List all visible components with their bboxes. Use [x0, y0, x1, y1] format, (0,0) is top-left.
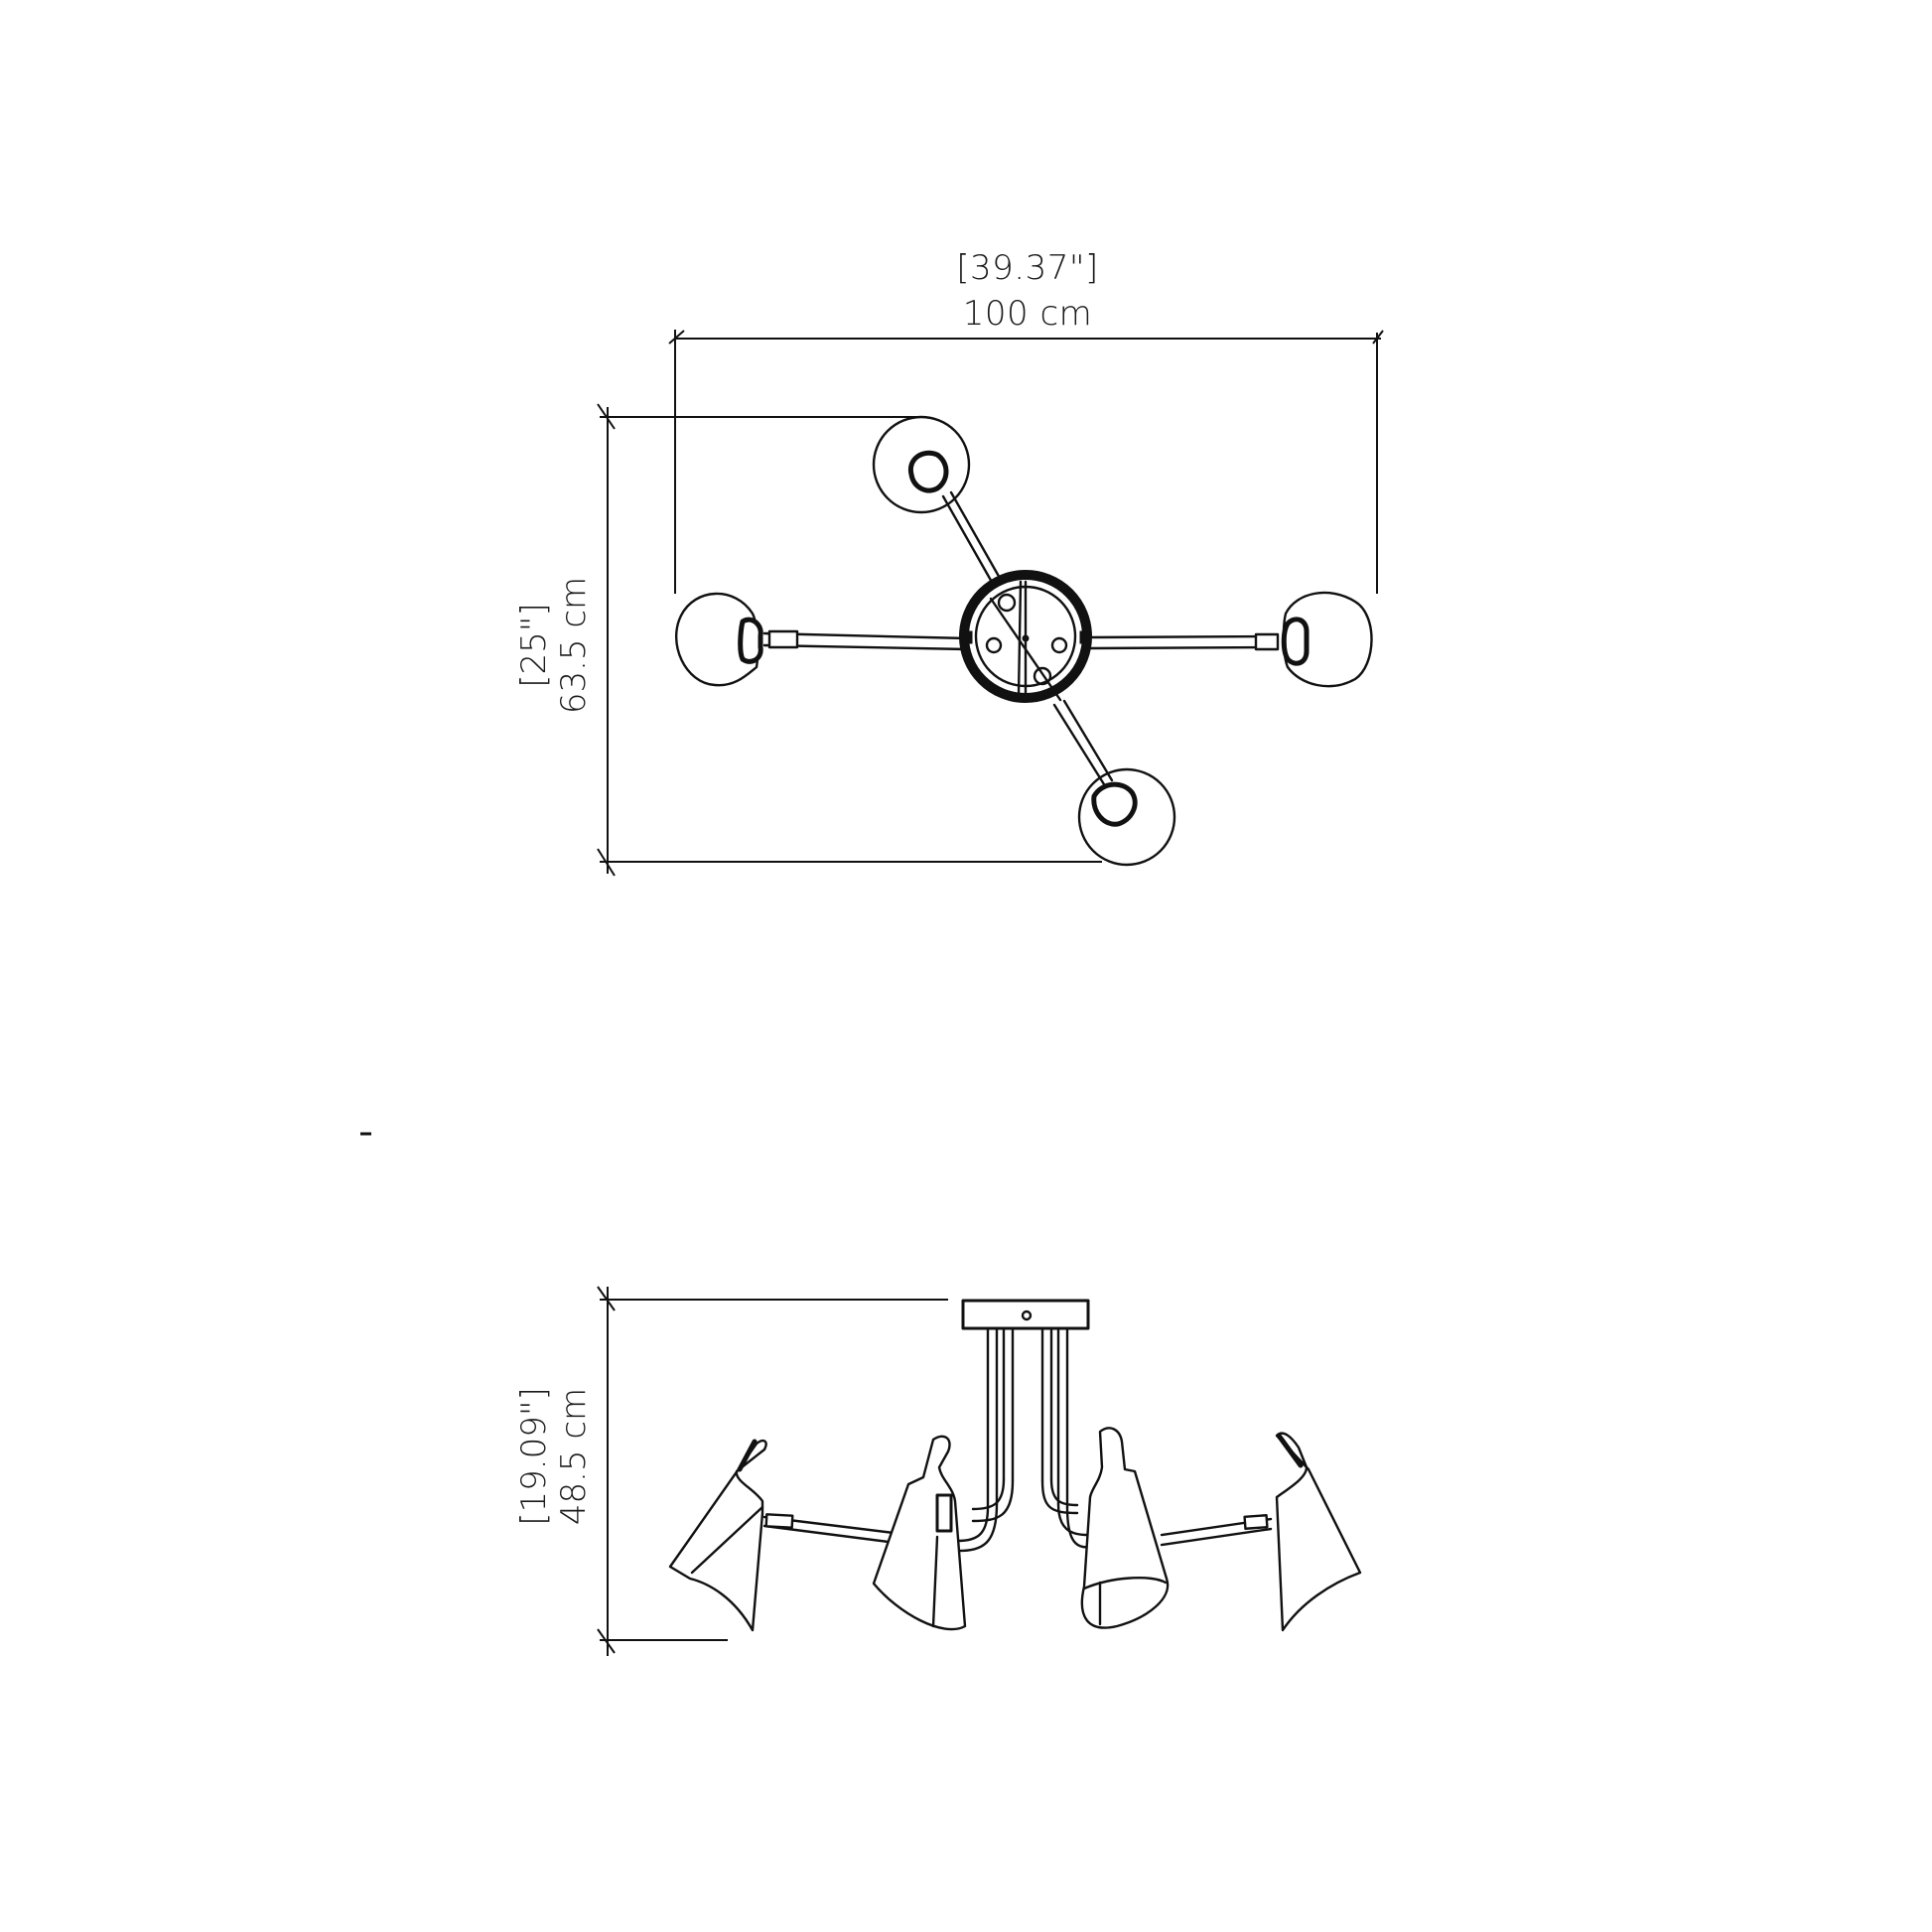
width-imperial-label: [39.37"] [956, 248, 1099, 288]
side-shade-1 [670, 1441, 766, 1630]
width-dimension-line [669, 330, 1383, 594]
side-shade-3 [1082, 1428, 1168, 1627]
height-label: [19.09"] 48.5 cm [514, 1332, 594, 1581]
top-shade-right [1284, 593, 1372, 686]
side-shade-2 [874, 1437, 965, 1629]
top-shade-upper [874, 417, 969, 512]
height-imperial-label: [19.09"] [514, 1387, 554, 1526]
side-view [598, 1287, 1360, 1656]
depth-metric-label: 63.5 cm [554, 576, 594, 715]
height-metric-label: 48.5 cm [554, 1387, 594, 1526]
top-canopy [964, 571, 1088, 702]
side-shade-4 [1277, 1434, 1360, 1630]
side-arms [764, 1514, 1271, 1551]
width-metric-label: 100 cm [962, 294, 1093, 334]
side-canopy [963, 1301, 1088, 1328]
top-shade-left [676, 594, 760, 685]
depth-label: [25"] 63.5 cm [514, 536, 594, 755]
top-shade-lower [1079, 769, 1174, 865]
side-stems [958, 1328, 1092, 1551]
top-arms [764, 492, 1278, 784]
depth-imperial-label: [25"] [514, 603, 554, 688]
top-view [598, 330, 1383, 876]
height-dimension-line [598, 1287, 948, 1656]
depth-dimension-line [598, 404, 1102, 876]
